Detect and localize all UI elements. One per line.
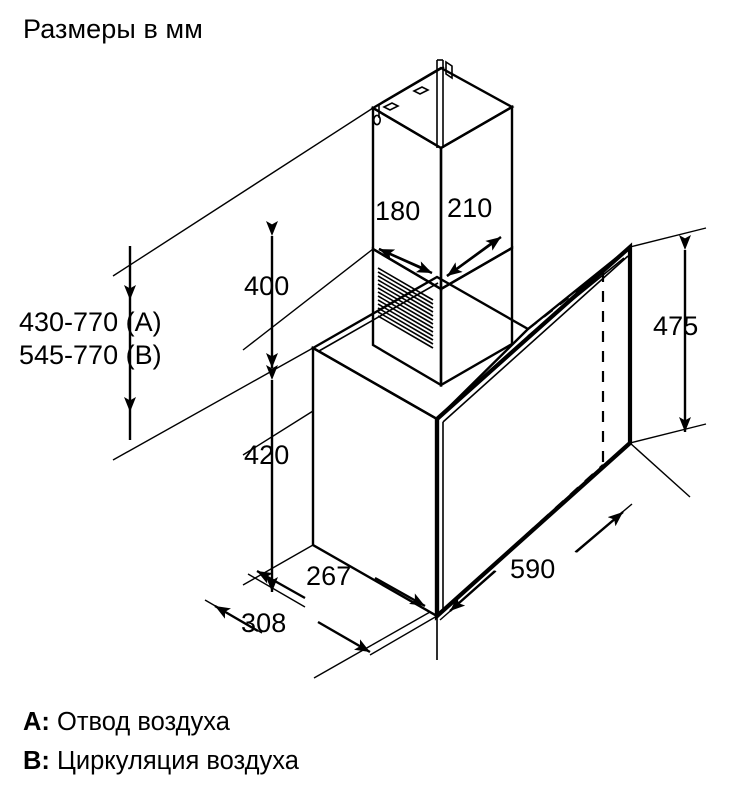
panel-top-support-offset xyxy=(527,257,625,337)
dimension-label-height-b: 545-770 (B) xyxy=(19,340,162,370)
dim-210-right-arrow xyxy=(446,236,502,277)
dimension-overall-depth xyxy=(204,599,438,679)
ext-line-bottom xyxy=(112,347,314,461)
vent-grille-icon xyxy=(377,267,434,349)
dim-308-line-a xyxy=(204,599,263,634)
dimension-label-width: 590 xyxy=(510,554,556,584)
legend-text-b: Циркуляция воздуха xyxy=(57,747,299,775)
ext-line-400-top xyxy=(242,248,374,351)
dim-590-line-a xyxy=(439,570,497,621)
legend-item-b: B: Циркуляция воздуха xyxy=(23,742,299,781)
legend-item-a: A: Отвод воздуха xyxy=(23,703,299,742)
dimension-label-body-depth: 267 xyxy=(306,561,352,591)
chimney-rim-inner-left xyxy=(378,66,445,106)
dimension-label-chimney-width: 210 xyxy=(447,193,493,223)
panel-top-support xyxy=(527,246,631,330)
dim-267-right-arrow xyxy=(374,576,426,608)
dimension-label-height-ab: 430-770 (A) 545-770 (B) xyxy=(19,306,162,372)
dimension-width xyxy=(436,442,691,660)
dimension-label-height-a: 430-770 (A) xyxy=(19,307,162,337)
ext-267-left xyxy=(242,544,314,586)
chimney-mount-slot-2 xyxy=(412,86,430,95)
dimension-arrow-icon xyxy=(256,569,306,600)
dimension-body-depth xyxy=(242,544,438,656)
dimension-panel-height xyxy=(629,227,707,444)
ext-590-right xyxy=(629,442,691,498)
dimension-label-body-height: 420 xyxy=(244,440,290,470)
legend-key-b: B: xyxy=(23,747,50,775)
chimney-screw-hole xyxy=(372,114,381,126)
legend-text-a: Отвод воздуха xyxy=(57,708,230,736)
ext-line-top xyxy=(112,107,374,277)
hood-top-edge-offset xyxy=(318,282,439,352)
dimension-label-chimney-depth: 180 xyxy=(375,196,421,226)
ext-267-right xyxy=(369,615,438,656)
dimension-label-overall-depth: 308 xyxy=(241,608,287,638)
hood-top-face xyxy=(310,275,530,421)
ext-475-top xyxy=(629,227,707,248)
legend-key-a: A: xyxy=(23,708,50,736)
ext-475-bottom xyxy=(629,423,707,444)
ext-line-400-bottom xyxy=(242,410,314,456)
dimension-label-panel-height: 475 xyxy=(653,311,699,341)
chimney-mount-slot-1 xyxy=(382,102,400,111)
dimension-chimney-depth-width xyxy=(372,236,513,300)
page-title: Размеры в мм xyxy=(23,14,203,44)
dim-267-line-b xyxy=(371,611,431,646)
hidden-rear-top xyxy=(527,270,604,330)
dim-308-line-b xyxy=(313,644,373,679)
hidden-rear-bottom xyxy=(436,464,604,617)
chimney-seam-tab xyxy=(445,60,453,80)
front-panel-top-offset xyxy=(442,255,629,423)
extension-lines-left xyxy=(112,107,374,461)
legend: A: Отвод воздуха B: Циркуляция воздуха xyxy=(23,703,299,781)
dim-308-right-arrow xyxy=(317,620,371,654)
dim-180-right-arrow xyxy=(378,247,433,275)
hidden-lines xyxy=(436,270,605,617)
dim-267-line-a xyxy=(247,573,306,608)
dimension-label-chimney-height: 400 xyxy=(244,271,290,301)
dim-590-line-b xyxy=(574,503,633,553)
